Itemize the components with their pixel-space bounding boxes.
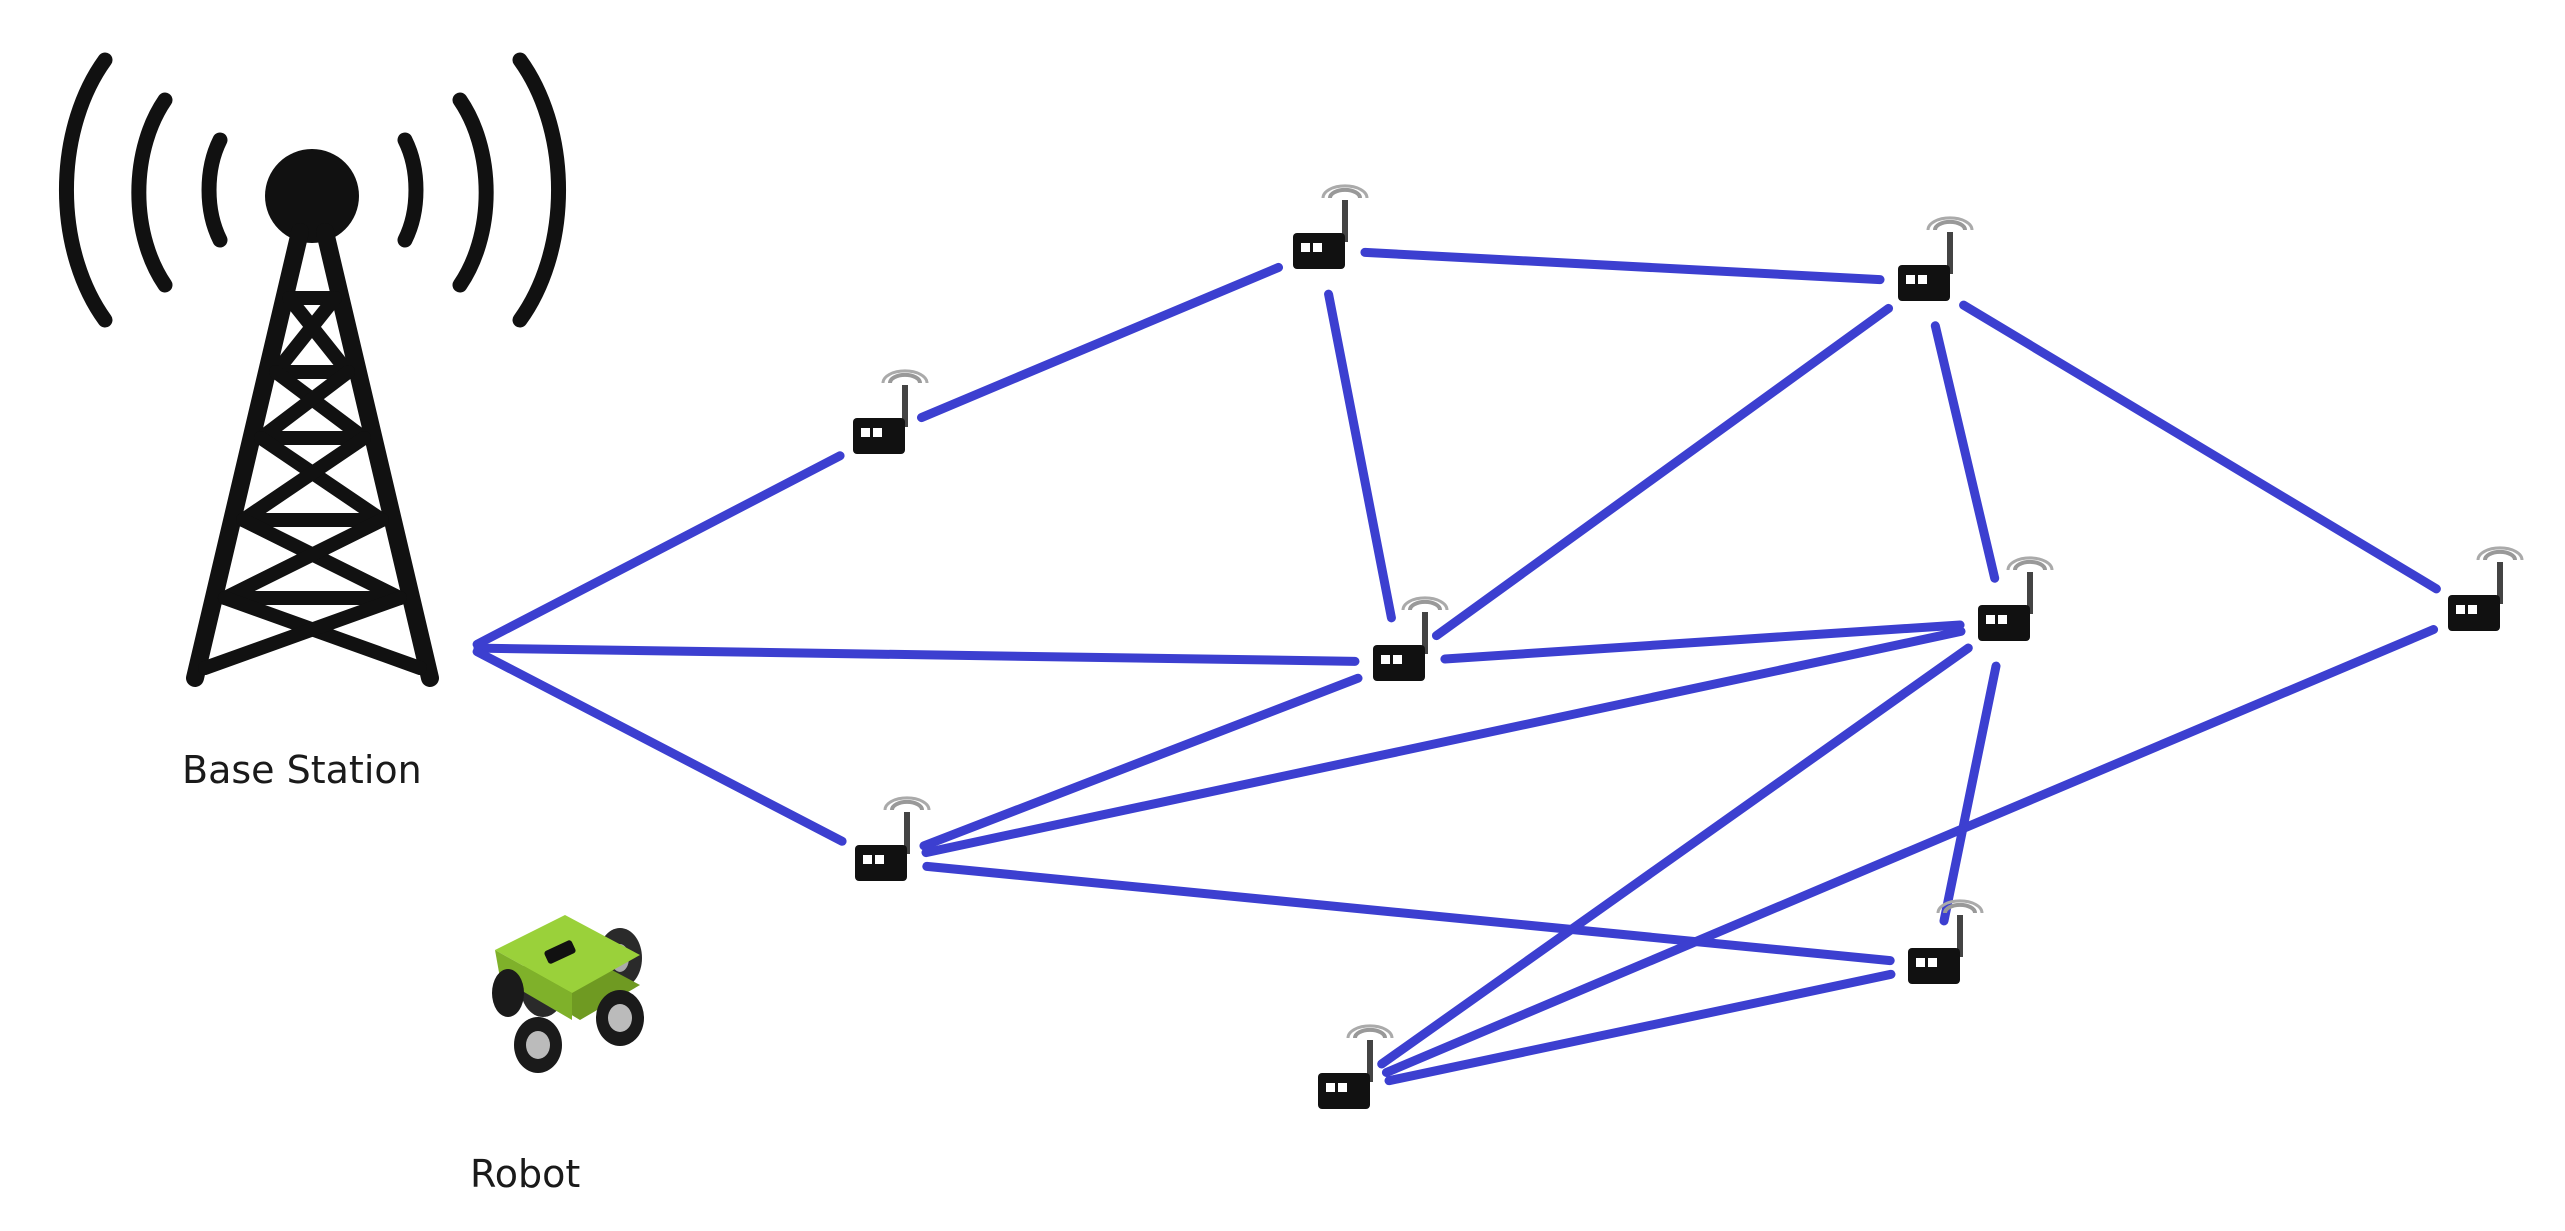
link-n6-n8 [1939,661,2001,926]
base-station-label: Base Station [182,748,422,792]
link-n5-n7 [919,673,1363,851]
sensor-node-n7-icon [855,798,929,881]
link-n6-n7 [921,626,1966,858]
base-station-tower-icon [58,52,567,687]
robot-icon [492,915,644,1073]
sensor-node-n2-icon [1293,186,1367,269]
sensor-node-n1-icon [853,371,927,454]
link-base-n5 [473,643,1360,666]
link-n3-n6 [1930,321,2000,583]
sensor-node-n4-icon [2448,548,2522,631]
sensor-node-n3-icon [1898,218,1972,301]
link-n4-n9 [1381,625,2439,1077]
link-n8-n9 [1384,969,1896,1086]
link-n3-n4 [1959,300,2441,594]
link-n2-n5 [1324,289,1396,623]
link-n3-n5 [1431,303,1894,641]
link-n7-n8 [922,861,1895,966]
link-n6-n9 [1377,643,1973,1069]
link-base-n1 [472,451,845,649]
link-n1-n2 [916,262,1284,423]
robot-label: Robot [470,1152,581,1196]
network-links [472,247,2441,1086]
link-base-n7 [472,647,847,846]
link-n5-n6 [1440,620,1965,664]
link-n2-n3 [1360,247,1885,285]
